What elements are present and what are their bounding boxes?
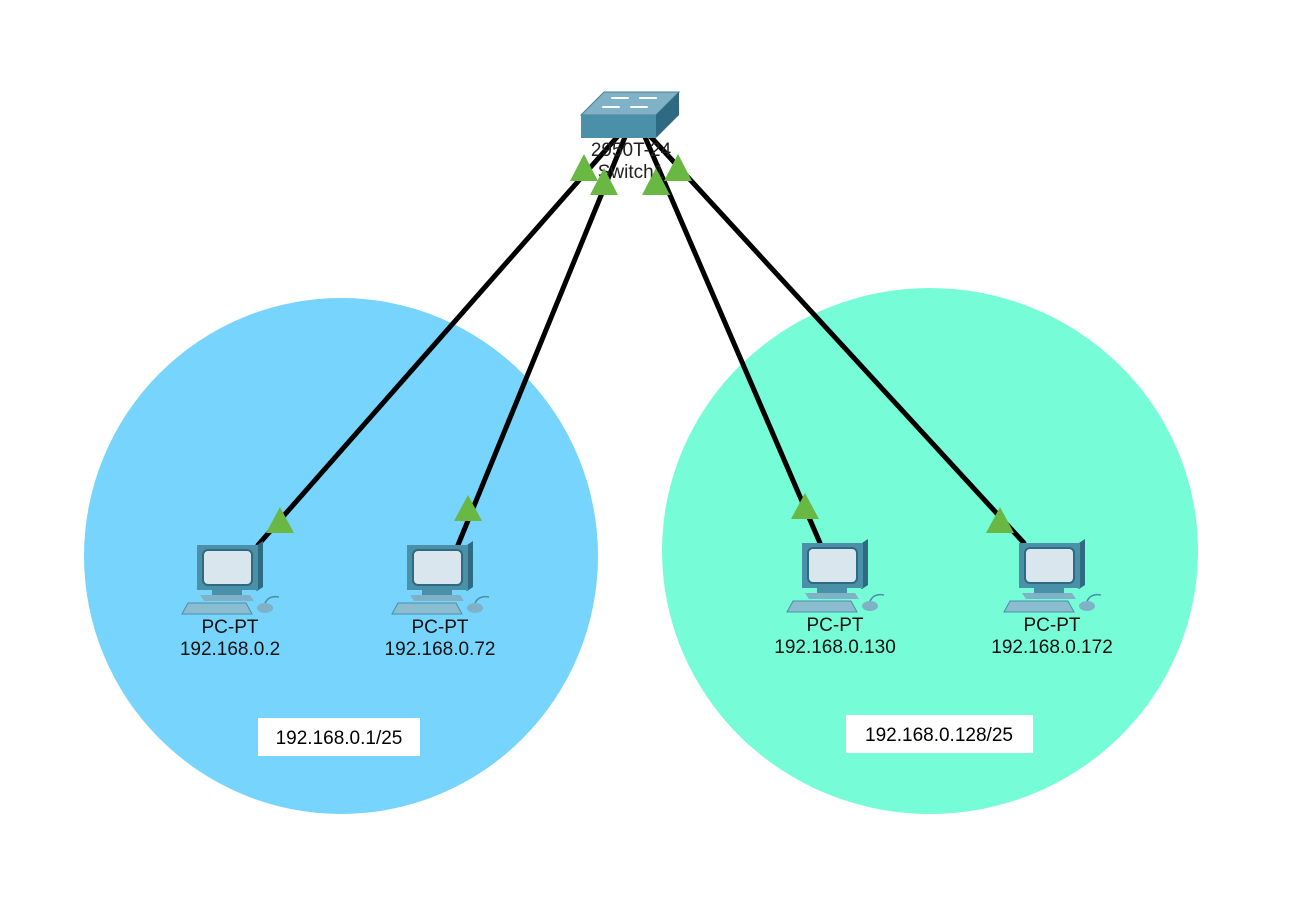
cables: [255, 133, 1027, 548]
link-up-indicator: [642, 168, 670, 195]
subnet-area-a[interactable]: [84, 298, 598, 814]
pc-type-label: PC-PT: [202, 617, 259, 638]
link-up-indicator: [986, 507, 1014, 533]
pc-device[interactable]: PC-PT 192.168.0.72: [385, 541, 496, 660]
cable-pc-3[interactable]: [647, 133, 1027, 546]
link-indicators: [266, 154, 1014, 533]
pc-type-label: PC-PT: [1024, 615, 1081, 636]
subnet-note-b[interactable]: 192.168.0.128/25: [846, 715, 1033, 753]
pc-ip-label: 192.168.0.72: [385, 639, 496, 660]
pc-icon: [786, 539, 885, 613]
pc-type-label: PC-PT: [412, 617, 469, 638]
cable-pc-0[interactable]: [255, 133, 621, 548]
subnet-area-b[interactable]: [662, 288, 1198, 814]
switch-model-label: 2950T-24: [591, 140, 672, 161]
pc-icon: [1003, 539, 1102, 613]
pc-ip-label: 192.168.0.130: [774, 637, 896, 658]
pc-icon: [391, 541, 490, 615]
link-up-indicator: [454, 495, 482, 521]
pc-device[interactable]: PC-PT 192.168.0.130: [774, 539, 896, 658]
pc-device[interactable]: PC-PT 192.168.0.2: [180, 541, 280, 660]
pc-type-label: PC-PT: [807, 615, 864, 636]
cable-pc-2[interactable]: [642, 134, 823, 546]
pc-device[interactable]: PC-PT 192.168.0.172: [991, 539, 1113, 658]
link-up-indicator: [664, 154, 692, 181]
switch-name-label: Switch1: [598, 162, 665, 183]
pc-ip-label: 192.168.0.172: [991, 637, 1113, 658]
link-up-indicator: [590, 168, 618, 195]
subnet-note-text: 192.168.0.128/25: [865, 725, 1013, 746]
pc-ip-label: 192.168.0.2: [180, 639, 280, 660]
switch-device[interactable]: 2950T-24 Switch1: [579, 91, 681, 183]
pc-icon: [181, 541, 280, 615]
link-up-indicator: [266, 507, 294, 533]
subnet-note-text: 192.168.0.1/25: [276, 728, 403, 749]
link-up-indicator: [570, 154, 598, 181]
cable-pc-1[interactable]: [455, 134, 628, 548]
subnet-note-a[interactable]: 192.168.0.1/25: [258, 718, 420, 756]
switch-icon: [579, 91, 681, 138]
link-up-indicator: [791, 493, 819, 519]
